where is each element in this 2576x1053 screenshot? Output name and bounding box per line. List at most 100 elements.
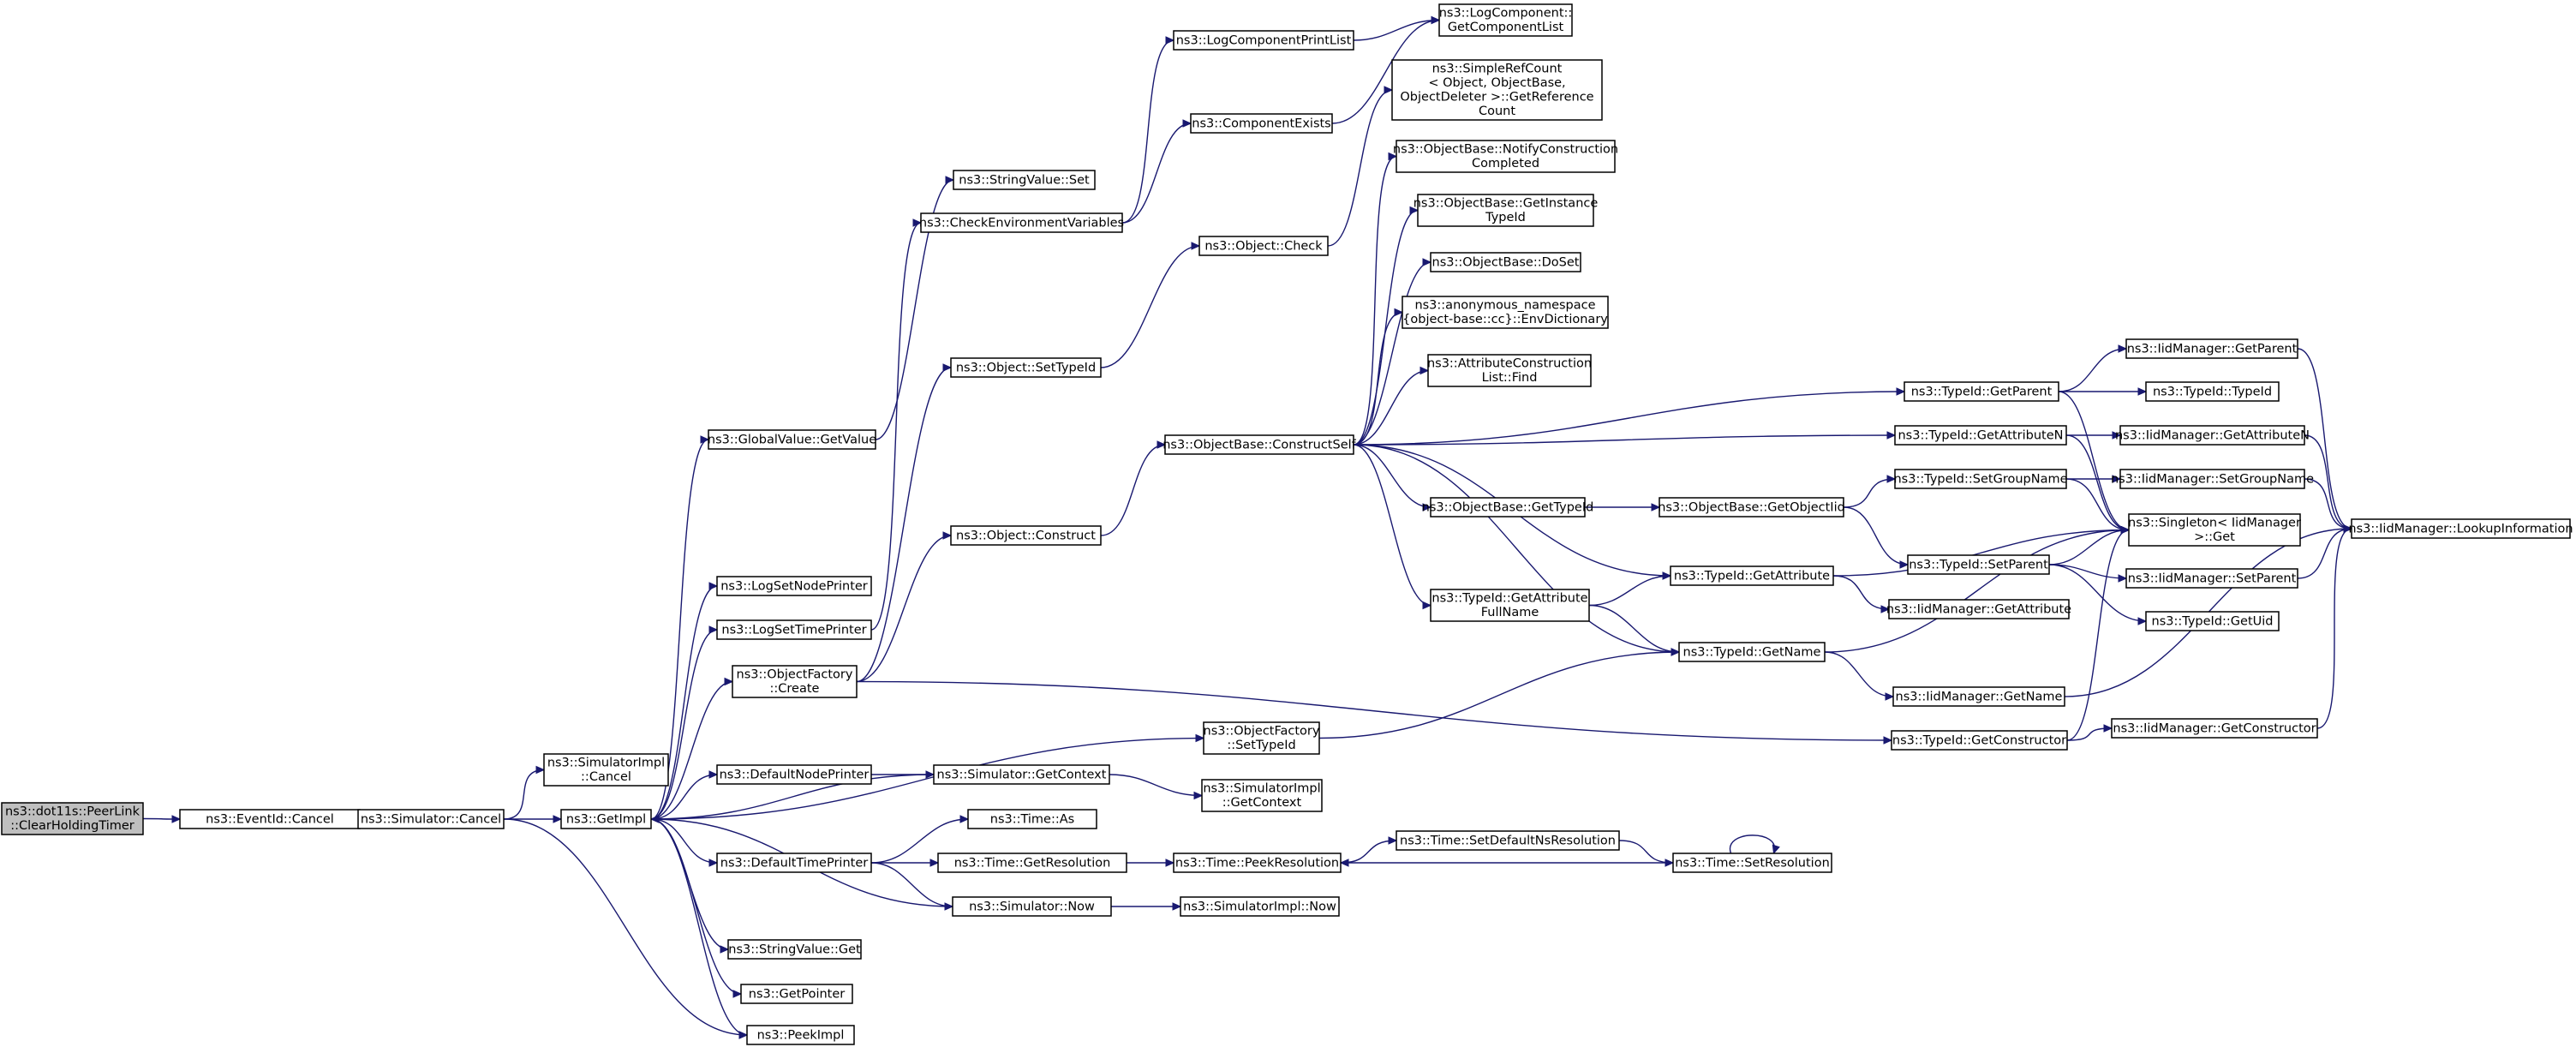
call-edge-obconstructself-to-attrfind <box>1353 366 1430 446</box>
function-node-logprintlist[interactable]: ns3::LogComponentPrintList <box>1173 30 1354 51</box>
node-label: ns3::PeekImpl <box>757 1028 845 1042</box>
node-label: ns3::SimulatorImpl <box>1203 782 1320 796</box>
function-node-tidsetgroup[interactable]: ns3::TypeId::SetGroupName <box>1893 469 2068 489</box>
arrow-head <box>1339 859 1349 867</box>
node-box <box>1396 830 1620 851</box>
call-edge-iidgetname-to-iidlookup <box>2064 524 2353 697</box>
edge-line <box>1353 434 1896 446</box>
function-node-getpointer[interactable]: ns3::GetPointer <box>740 984 853 1004</box>
node-box <box>1430 497 1586 518</box>
node-label: ns3::TypeId::SetGroupName <box>1893 472 2067 486</box>
function-node-tidgetattr[interactable]: ns3::TypeId::GetAttribute <box>1670 565 1834 586</box>
node-label: {object-base::cc}::EnvDictionary <box>1402 313 1608 326</box>
function-node-obgetobjtid[interactable]: ns3::ObjectBase::GetObjectIid <box>1658 497 1845 518</box>
function-node-iidgetattrn[interactable]: ns3::IidManager::GetAttributeN <box>2115 425 2310 446</box>
node-label: ns3::GlobalValue::GetValue <box>708 433 876 446</box>
function-node-timesetdefault[interactable]: ns3::Time::SetDefaultNsResolution <box>1396 830 1620 851</box>
function-node-ofcreate[interactable]: ns3::ObjectFactory::Create <box>732 665 858 698</box>
function-node-obdoset[interactable]: ns3::ObjectBase::DoSet <box>1430 252 1581 272</box>
function-node-getimpl[interactable]: ns3::GetImpl <box>560 809 652 829</box>
function-node-obnotify[interactable]: ns3::ObjectBase::NotifyConstructionCompl… <box>1393 140 1618 173</box>
edge-line <box>650 818 718 864</box>
arrow-head <box>2137 387 2148 396</box>
function-node-timeas[interactable]: ns3::Time::As <box>967 809 1097 829</box>
node-box <box>2351 518 2571 539</box>
function-node-tidgetname[interactable]: ns3::TypeId::GetName <box>1678 642 1826 662</box>
function-node-simimplnow[interactable]: ns3::SimulatorImpl::Now <box>1180 896 1340 917</box>
edge-line <box>503 769 545 820</box>
function-node-deftimeprinter[interactable]: ns3::DefaultTimePrinter <box>716 853 872 873</box>
function-node-peekimpl[interactable]: ns3::PeekImpl <box>746 1025 855 1045</box>
function-node-defnodeprinter[interactable]: ns3::DefaultNodePrinter <box>716 764 872 785</box>
function-node-tidsetparent[interactable]: ns3::TypeId::SetParent <box>1907 554 2050 575</box>
function-node-simcancel[interactable]: ns3::Simulator::Cancel <box>357 809 505 829</box>
function-node-logsetnode[interactable]: ns3::LogSetNodePrinter <box>716 576 872 596</box>
function-node-tidgetctor[interactable]: ns3::TypeId::GetConstructor <box>1891 730 2068 751</box>
call-edge-simgetcontext-to-simimplgetcontext <box>1109 774 1204 800</box>
function-node-iidsetparent[interactable]: ns3::IidManager::SetParent <box>2125 568 2298 589</box>
function-node-iidgetattr[interactable]: ns3::IidManager::GetAttribute <box>1886 599 2071 619</box>
call-edge-getimpl-to-peekimpl <box>650 818 749 1039</box>
function-node-tidgetuid[interactable]: ns3::TypeId::GetUid <box>2145 611 2280 631</box>
arrow-head <box>738 1031 749 1039</box>
node-box <box>1164 434 1354 455</box>
function-node-iidgetctor[interactable]: ns3::IidManager::GetConstructor <box>2111 718 2318 739</box>
node-label: List::Find <box>1482 371 1538 385</box>
arrow-head <box>732 990 743 998</box>
call-edge-timesetres-to-timepeekres <box>1339 859 1673 867</box>
function-node-checkenv[interactable]: ns3::CheckEnvironmentVariables <box>919 212 1124 233</box>
function-node-ofsettypeid[interactable]: ns3::ObjectFactory::SetTypeId <box>1203 721 1320 755</box>
function-node-iidlookup[interactable]: ns3::IidManager::LookupInformation <box>2348 518 2573 539</box>
node-label: ns3::Simulator::Cancel <box>361 812 501 826</box>
function-node-anonenv[interactable]: ns3::anonymous_namespace{object-base::cc… <box>1402 296 1609 329</box>
function-node-objsettypeid[interactable]: ns3::Object::SetTypeId <box>950 357 1102 378</box>
function-node-timepeekres[interactable]: ns3::Time::PeekResolution <box>1173 853 1342 873</box>
edge-line <box>650 774 718 820</box>
node-label: ns3::Simulator::Now <box>969 900 1095 913</box>
node-label: ns3::LogComponent:: <box>1439 7 1573 21</box>
function-node-simplerefcount[interactable]: ns3::SimpleRefCount< Object, ObjectBase,… <box>1391 59 1603 121</box>
function-node-gvgetvalue[interactable]: ns3::GlobalValue::GetValue <box>708 429 876 450</box>
function-node-iidsetgroup[interactable]: ns3::IidManager::SetGroupName <box>2111 469 2314 489</box>
node-label: ns3::ObjectFactory <box>1204 725 1320 739</box>
arrow-head <box>1772 844 1780 855</box>
function-node-simimplcancel[interactable]: ns3::SimulatorImpl::Cancel <box>543 753 669 787</box>
call-edge-checkenv-to-logprintlist <box>1121 36 1175 224</box>
function-node-simnow[interactable]: ns3::Simulator::Now <box>952 896 1112 917</box>
function-node-objcheck[interactable]: ns3::Object::Check <box>1198 236 1329 256</box>
node-label: ::Create <box>770 682 820 696</box>
function-node-timesetres[interactable]: ns3::Time::SetResolution <box>1672 853 1832 873</box>
function-node-getcomplist[interactable]: ns3::LogComponent::GetComponentList <box>1438 3 1573 37</box>
edge-line <box>1729 835 1776 854</box>
function-node-svset[interactable]: ns3::StringValue::Set <box>953 170 1096 190</box>
function-node-iidgetparent[interactable]: ns3::IidManager::GetParent <box>2125 338 2298 359</box>
function-node-tidgetattrn[interactable]: ns3::TypeId::GetAttributeN <box>1894 425 2067 446</box>
function-node-singleton[interactable]: ns3::Singleton< IidManager>::Get <box>2128 513 2301 547</box>
node-label: ns3::ObjectBase::NotifyConstruction <box>1393 143 1618 157</box>
edge-line <box>1121 39 1174 224</box>
arrow-head <box>553 815 563 823</box>
node-box <box>1670 565 1834 586</box>
function-node-obconstructself[interactable]: ns3::ObjectBase::ConstructSelf <box>1162 434 1357 455</box>
function-node-svget[interactable]: ns3::StringValue::Get <box>727 939 862 960</box>
edge-line <box>875 179 954 440</box>
edge-line <box>2048 564 2147 622</box>
function-node-iidgetname[interactable]: ns3::IidManager::GetName <box>1892 686 2065 707</box>
function-node-timegetres[interactable]: ns3::Time::GetResolution <box>937 853 1127 873</box>
function-node-compexists[interactable]: ns3::ComponentExists <box>1190 113 1333 134</box>
function-node-obgettypeid[interactable]: ns3::ObjectBase::GetTypeId <box>1422 497 1594 518</box>
edge-line <box>1331 19 1440 124</box>
function-node-simimplgetcontext[interactable]: ns3::SimulatorImpl::GetContext <box>1201 779 1323 812</box>
node-label: ns3::TypeId::GetParent <box>1911 385 2053 398</box>
function-node-simgetcontext[interactable]: ns3::Simulator::GetContext <box>933 764 1110 785</box>
function-node-objconstruct[interactable]: ns3::Object::Construct <box>950 525 1102 546</box>
function-node-root[interactable]: ns3::dot11s::PeerLink::ClearHoldingTimer <box>1 802 144 835</box>
function-node-logsettime[interactable]: ns3::LogSetTimePrinter <box>716 619 872 640</box>
function-node-tidtypeid[interactable]: ns3::TypeId::TypeId <box>2145 381 2280 402</box>
node-label: ns3::IidManager::SetGroupName <box>2111 472 2314 486</box>
function-node-evcancel[interactable]: ns3::EventId::Cancel <box>179 809 361 829</box>
function-node-tidgetparent[interactable]: ns3::TypeId::GetParent <box>1904 381 2059 402</box>
